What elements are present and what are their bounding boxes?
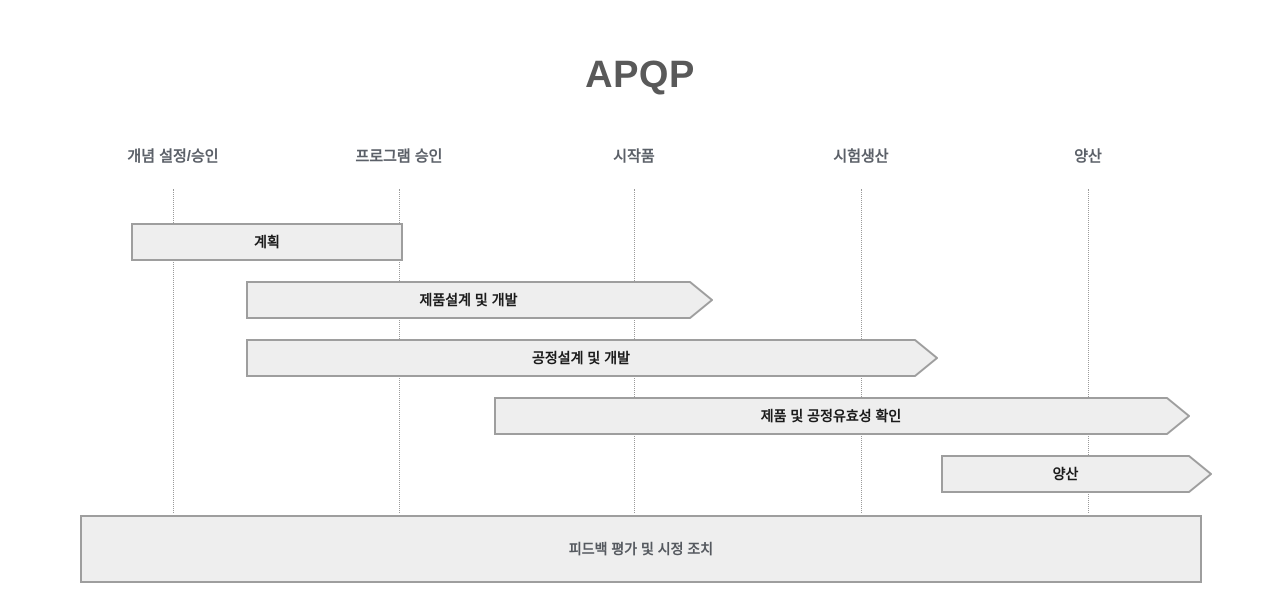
feedback-bar: 피드백 평가 및 시정 조치 — [80, 515, 1202, 583]
phase-bar-2: 제품설계 및 개발 — [246, 281, 713, 319]
phase-bar-label-3: 공정설계 및 개발 — [532, 350, 630, 366]
phase-bar-shape — [246, 281, 713, 319]
phase-bar-5: 양산 — [941, 455, 1212, 493]
milestone-label-4: 시험생산 — [833, 148, 889, 165]
milestone-label-1: 개념 설정/승인 — [127, 148, 219, 165]
phase-bar-label-1: 계획 — [254, 234, 280, 250]
milestone-label-3: 시작품 — [613, 148, 655, 165]
feedback-bar-label: 피드백 평가 및 시정 조치 — [568, 541, 714, 557]
phase-bar-1: 계획 — [131, 223, 403, 261]
phase-bar-label-2: 제품설계 및 개발 — [419, 292, 518, 308]
phase-bar-shape — [941, 455, 1212, 493]
phase-bar-shape — [131, 223, 403, 261]
milestone-label-5: 양산 — [1074, 148, 1102, 165]
phase-bar-shape — [494, 397, 1190, 435]
milestone-gridline-5 — [1088, 189, 1089, 513]
phase-bar-3: 공정설계 및 개발 — [246, 339, 938, 377]
phase-bar-label-5: 양산 — [1052, 466, 1079, 482]
milestone-gridline-1 — [173, 189, 174, 513]
phase-bar-label-4: 제품 및 공정유효성 확인 — [760, 408, 902, 424]
page-title: APQP — [585, 54, 695, 96]
phase-bar-4: 제품 및 공정유효성 확인 — [494, 397, 1190, 435]
milestone-label-2: 프로그램 승인 — [355, 148, 443, 165]
phase-bar-shape — [246, 339, 938, 377]
